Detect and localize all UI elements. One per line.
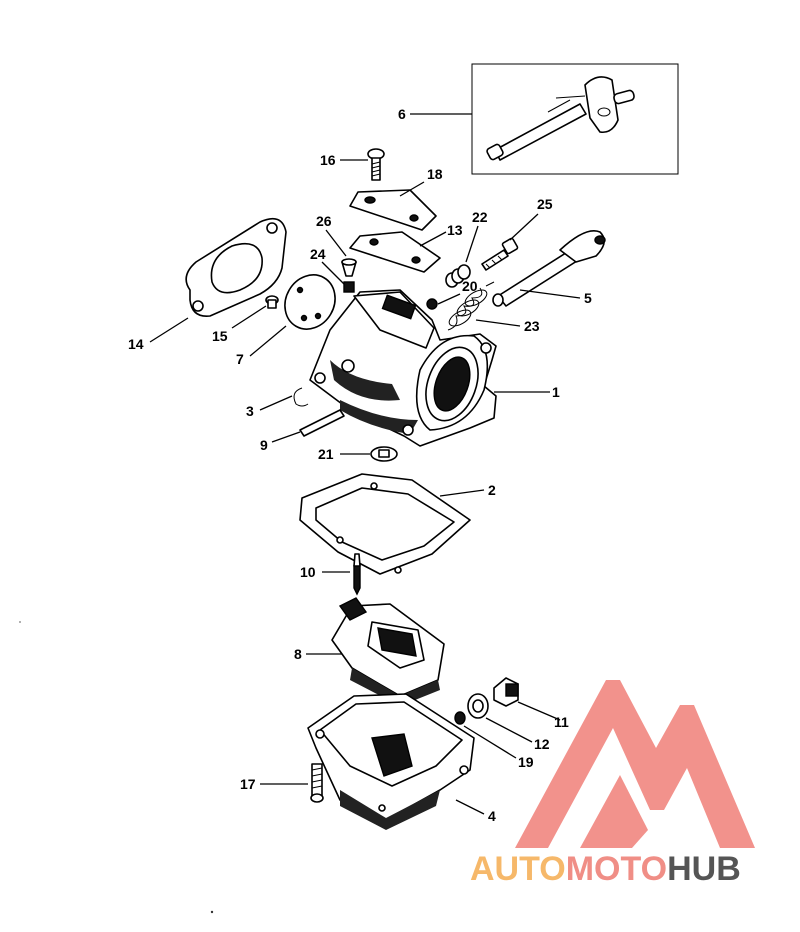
callout-7: 7 <box>236 351 244 367</box>
part-3-clip <box>293 387 309 407</box>
part-15-screw <box>265 295 279 309</box>
watermark-auto: AUTO <box>470 850 566 888</box>
part-26-valve <box>341 258 357 277</box>
part-16-screw <box>367 148 385 181</box>
callout-12: 12 <box>534 736 550 752</box>
part-10-needle <box>353 553 361 596</box>
scan-speck <box>210 910 214 914</box>
watermark-moto: MOTO <box>566 850 667 888</box>
part-7-diaphragm <box>284 274 336 330</box>
callout-23: 23 <box>524 318 540 334</box>
callout-18: 18 <box>427 166 443 182</box>
part-18-plate <box>349 189 437 231</box>
part-9-pin <box>299 409 345 437</box>
part-20-screw <box>426 298 438 310</box>
callout-1: 1 <box>552 384 560 400</box>
part-11-plug <box>493 677 519 707</box>
watermark-hub: HUB <box>667 850 741 888</box>
part-25-screw <box>481 237 519 271</box>
callout-17: 17 <box>240 776 256 792</box>
part-22-spring <box>445 264 471 288</box>
callout-26: 26 <box>316 213 332 229</box>
callout-3: 3 <box>246 403 254 419</box>
callout-5: 5 <box>584 290 592 306</box>
part-17-screw <box>310 763 324 803</box>
part-6-throttle-shaft-box <box>471 63 679 175</box>
callout-9: 9 <box>260 437 268 453</box>
watermark-text: AUTOMOTOHUB <box>470 850 741 888</box>
callout-16: 16 <box>320 152 336 168</box>
callout-19: 19 <box>518 754 534 770</box>
callout-11: 11 <box>554 714 569 730</box>
part-12-washer <box>467 693 489 719</box>
callout-15: 15 <box>212 328 228 344</box>
callout-20: 20 <box>462 278 478 294</box>
callout-4: 4 <box>488 808 496 824</box>
callout-22: 22 <box>472 209 488 225</box>
part-24-spring <box>343 281 355 293</box>
callout-13: 13 <box>447 222 463 238</box>
leader-lines <box>149 113 581 815</box>
callout-6: 6 <box>398 106 406 122</box>
callout-24: 24 <box>310 246 326 262</box>
callout-2: 2 <box>488 482 496 498</box>
callout-labels: 6 16 18 13 22 25 26 24 20 23 5 1 14 15 7… <box>128 106 592 824</box>
part-19-jet <box>454 711 466 725</box>
scan-speck <box>19 621 21 623</box>
watermark-logo <box>515 680 755 848</box>
part-2-gasket <box>299 473 471 575</box>
part-23-spring <box>447 281 495 331</box>
part-4-float-bowl <box>307 693 475 830</box>
callout-21: 21 <box>318 446 334 462</box>
callout-8: 8 <box>294 646 302 662</box>
part-8-float <box>331 597 445 706</box>
part-13-plate <box>349 231 441 273</box>
part-21-small-gasket <box>370 446 398 462</box>
part-1-carburetor-body <box>309 289 497 447</box>
svg-text:AUTOMOTOHUB: AUTOMOTOHUB <box>470 850 741 888</box>
callout-25: 25 <box>537 196 553 212</box>
callout-10: 10 <box>300 564 316 580</box>
part-14-gasket <box>185 217 287 317</box>
callout-14: 14 <box>128 336 144 352</box>
